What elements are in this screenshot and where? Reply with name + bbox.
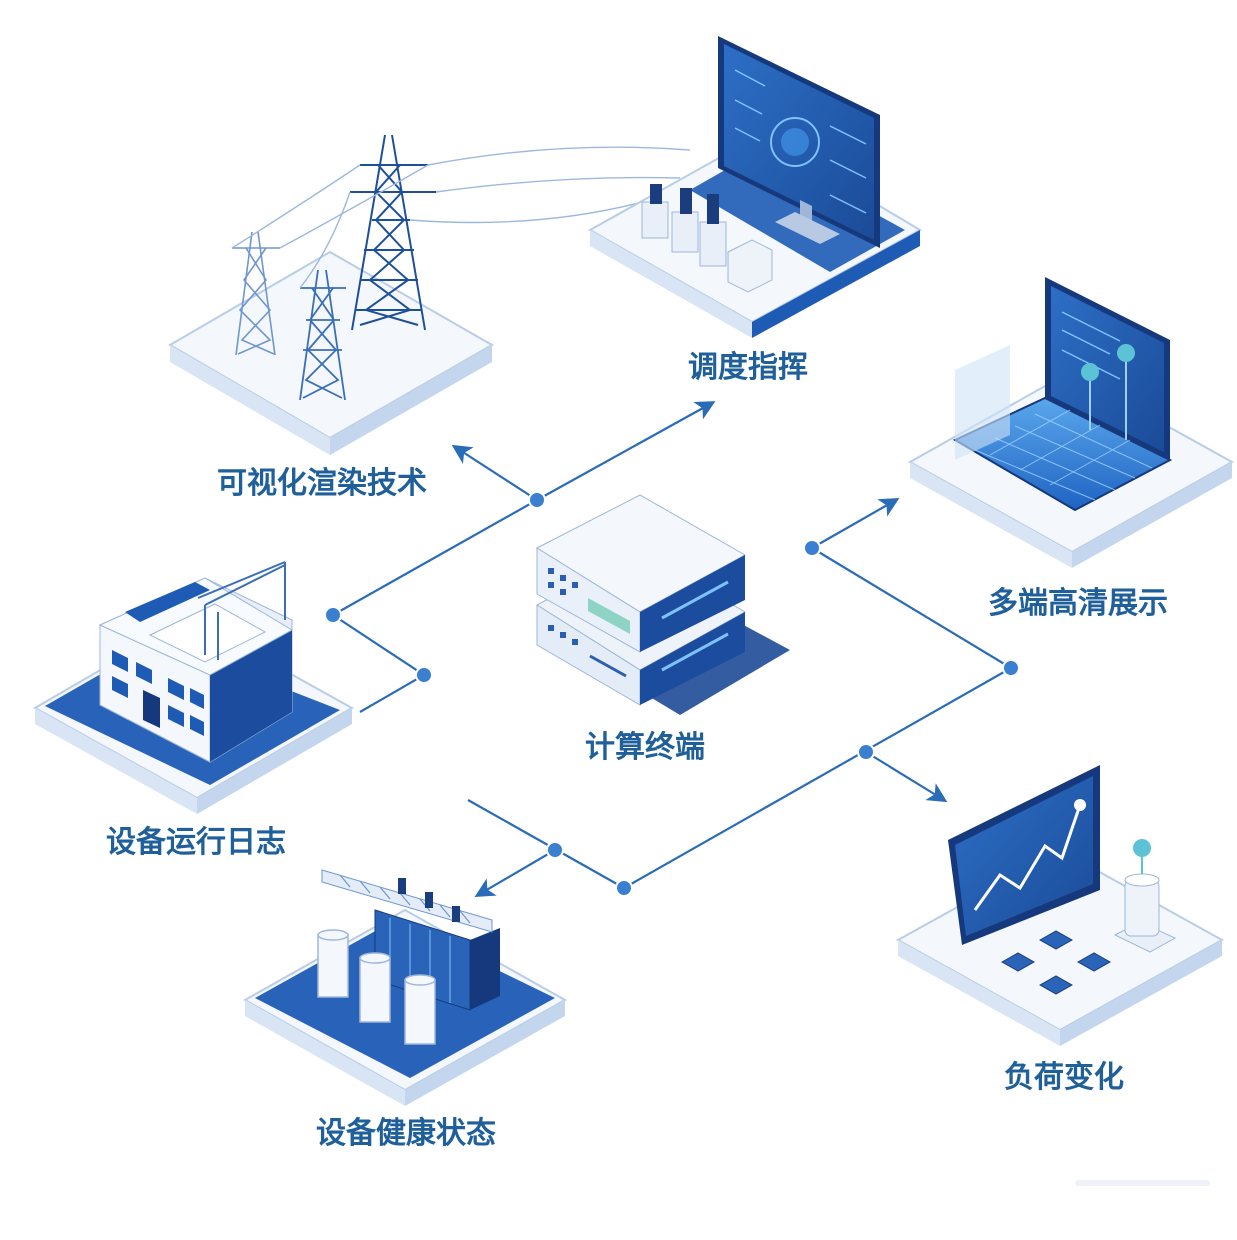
arrow-visual-rendering: [451, 444, 538, 501]
label-load-change: 负荷变化: [1004, 1060, 1124, 1095]
transmission-tower-icon: [168, 134, 691, 455]
load-chart-icon: [895, 765, 1225, 1046]
connection-dots: [324, 491, 1020, 897]
arrow-load-change: [865, 751, 948, 803]
dispatch-monitor-icon: [587, 36, 923, 338]
label-equipment-health: 设备健康状态: [316, 1116, 496, 1151]
junction-dot: [415, 666, 433, 684]
label-dispatch-command: 调度指挥: [688, 350, 808, 385]
building-icon: [32, 561, 355, 814]
link-bottom: [467, 799, 625, 889]
junction-dot: [546, 841, 564, 859]
junction-dot: [528, 491, 546, 509]
junction-dot: [803, 539, 821, 557]
label-computing-terminal: 计算终端: [585, 730, 705, 765]
link-to-equipment-log: [332, 614, 427, 713]
server-icon: [535, 494, 790, 715]
junction-dot: [857, 743, 875, 761]
label-equipment-log: 设备运行日志: [106, 825, 286, 860]
laptop-display-icon: [907, 277, 1235, 568]
decorative-shadow: [1075, 1180, 1210, 1186]
junction-dot: [1002, 659, 1020, 677]
arrow-equipment-health: [474, 849, 556, 897]
arrow-multi-terminal: [811, 498, 900, 549]
junction-dot: [615, 879, 633, 897]
label-multi-terminal-display: 多端高清展示: [988, 586, 1168, 621]
label-visual-rendering: 可视化渲染技术: [217, 466, 427, 501]
link-to-visual-rendering: [332, 499, 538, 616]
link-right-upper: [811, 547, 1012, 669]
junction-dot: [324, 606, 342, 624]
transformer-substation-icon: [242, 869, 568, 1106]
link-right-lower: [623, 667, 1012, 889]
connection-lines: [332, 401, 1012, 897]
arrow-dispatch-command: [536, 401, 716, 501]
